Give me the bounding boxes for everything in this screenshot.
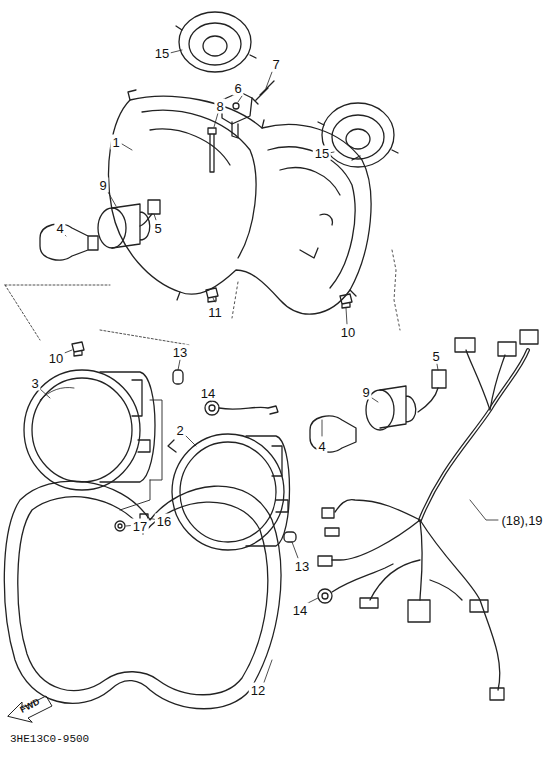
callout-number: 12 — [249, 683, 267, 698]
callout-number: 4 — [316, 439, 327, 454]
callout-number: (18),19 — [499, 513, 544, 528]
wire-connector — [418, 370, 446, 412]
screw — [252, 81, 274, 104]
callout-number: 11 — [206, 305, 224, 320]
callout-number: 1 — [110, 135, 121, 150]
headlight-unit — [24, 370, 155, 490]
callout-number: 17 — [131, 519, 149, 534]
callout-number: 4 — [54, 221, 65, 236]
direction-label: FWD — [17, 696, 44, 717]
adjuster-bracket — [222, 92, 252, 138]
callout-number: 10 — [47, 351, 65, 366]
callout-number: 9 — [97, 178, 108, 193]
callout-number: 16 — [155, 514, 173, 529]
callout-number: 7 — [270, 57, 281, 72]
headlight-housing — [109, 90, 371, 314]
rubber-cap — [173, 370, 296, 542]
bulb-socket — [98, 204, 150, 248]
callout-number: 2 — [174, 423, 185, 438]
callout-number: 13 — [171, 345, 189, 360]
callout-number: 15 — [313, 146, 331, 161]
leader-lines — [40, 50, 498, 688]
callout-number: 8 — [214, 99, 225, 114]
bulb-cover — [176, 12, 256, 72]
position-lamp-wire — [205, 401, 393, 603]
headlight-bezel — [4, 481, 281, 709]
callout-number: 3 — [29, 376, 40, 391]
forward-arrow — [8, 696, 52, 722]
adjusting-bolt — [208, 128, 216, 172]
diagram-code: 3HE13C0-9500 — [8, 733, 91, 746]
callout-number: 5 — [430, 349, 441, 364]
callout-number: 9 — [360, 385, 371, 400]
callout-number: 14 — [291, 603, 309, 618]
callout-number: 6 — [232, 81, 243, 96]
headlight-bulb — [40, 224, 98, 260]
callout-number: 14 — [199, 386, 217, 401]
callout-number: 10 — [339, 325, 357, 340]
callout-number: 15 — [153, 46, 171, 61]
grommet — [72, 288, 352, 356]
bulb-socket — [366, 386, 416, 430]
callout-number: 5 — [152, 221, 163, 236]
callout-number: 13 — [293, 559, 311, 574]
